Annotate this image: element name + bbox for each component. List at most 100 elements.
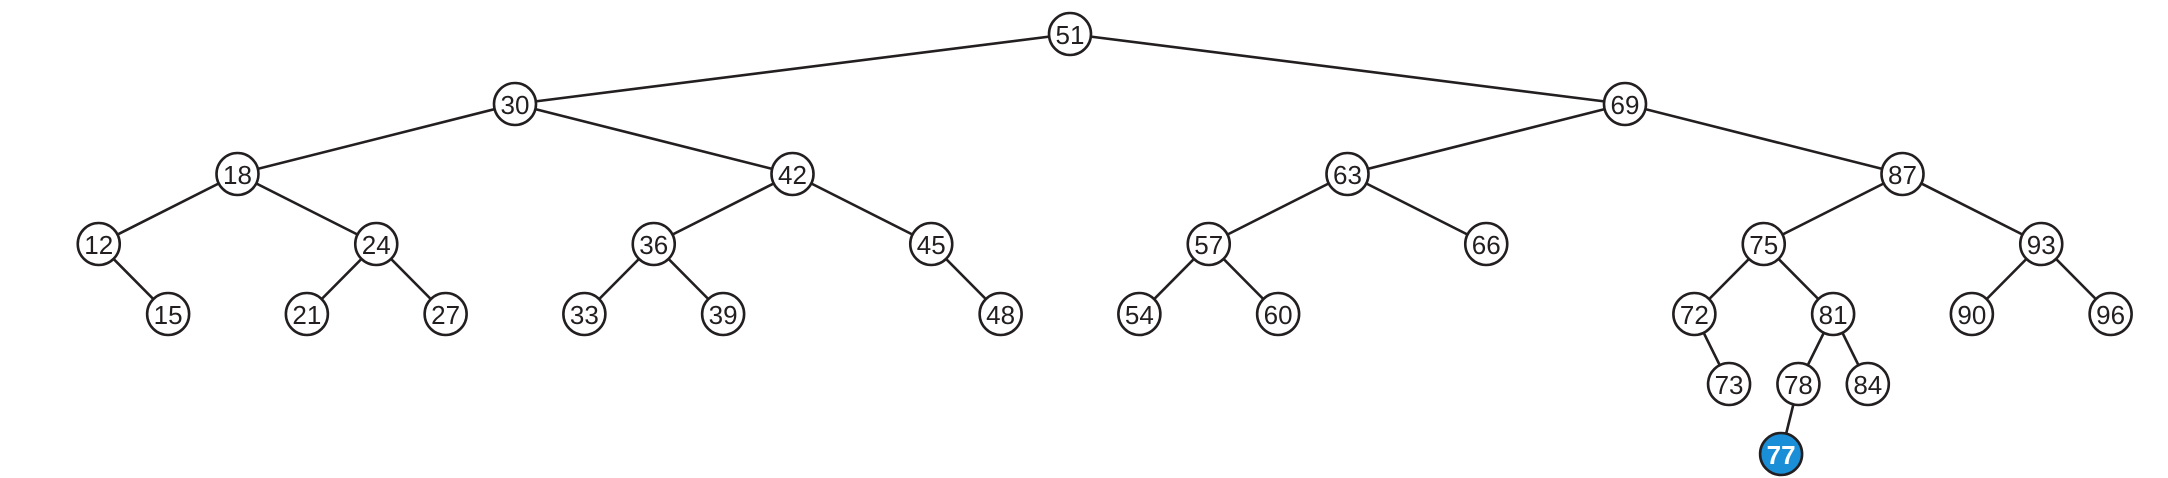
node-label: 45 bbox=[917, 230, 946, 260]
node-circle bbox=[1186, 221, 1232, 267]
tree-node-81: 81 bbox=[1810, 291, 1856, 337]
tree-node-69: 69 bbox=[1602, 81, 1648, 127]
edge-42-36 bbox=[653, 172, 794, 246]
tree-node-15: 15 bbox=[145, 291, 191, 337]
tree-node-75: 75 bbox=[1741, 221, 1787, 267]
node-label: 57 bbox=[1194, 230, 1223, 260]
node-circle bbox=[1463, 221, 1509, 267]
node-label: 93 bbox=[2027, 230, 2056, 260]
edge-18-24 bbox=[236, 172, 377, 246]
node-circle bbox=[1047, 11, 1093, 57]
tree-node-12: 12 bbox=[76, 221, 122, 267]
node-label: 81 bbox=[1819, 300, 1848, 330]
tree-node-33: 33 bbox=[562, 291, 607, 337]
node-label: 48 bbox=[986, 300, 1015, 330]
tree-node-21: 21 bbox=[284, 291, 330, 337]
node-label: 51 bbox=[1056, 20, 1085, 50]
tree-node-18: 18 bbox=[215, 151, 260, 197]
node-circle bbox=[2018, 221, 2064, 267]
tree-node-84: 84 bbox=[1845, 361, 1891, 407]
tree-node-60: 60 bbox=[1255, 291, 1301, 337]
node-circle bbox=[1741, 221, 1787, 267]
node-circle bbox=[1949, 291, 1995, 337]
node-circle bbox=[1845, 361, 1891, 407]
edge-87-93 bbox=[1901, 172, 2042, 246]
node-circle bbox=[1325, 151, 1370, 197]
node-circle bbox=[145, 291, 191, 337]
node-label: 84 bbox=[1853, 370, 1882, 400]
node-label: 73 bbox=[1715, 370, 1744, 400]
node-circle bbox=[1255, 291, 1301, 337]
edge-63-57 bbox=[1208, 172, 1349, 246]
node-label: 27 bbox=[431, 300, 460, 330]
node-label: 78 bbox=[1784, 370, 1813, 400]
node-label: 90 bbox=[1957, 300, 1986, 330]
tree-node-39: 39 bbox=[700, 291, 746, 337]
tree-node-48: 48 bbox=[978, 291, 1023, 337]
edge-51-30 bbox=[514, 32, 1071, 106]
node-label: 96 bbox=[2096, 300, 2125, 330]
node-label: 75 bbox=[1749, 230, 1778, 260]
tree-node-45: 45 bbox=[908, 221, 954, 267]
node-label: 42 bbox=[778, 160, 807, 190]
tree-node-42: 42 bbox=[770, 151, 815, 197]
tree-node-54: 54 bbox=[1117, 291, 1162, 337]
node-circle bbox=[631, 221, 677, 267]
node-label: 12 bbox=[84, 230, 113, 260]
edge-69-87 bbox=[1624, 102, 1903, 176]
tree-node-87: 87 bbox=[1880, 151, 1925, 197]
tree-node-27: 27 bbox=[423, 291, 468, 337]
tree-node-51: 51 bbox=[1047, 11, 1093, 57]
node-label: 77 bbox=[1767, 440, 1796, 470]
node-label: 21 bbox=[292, 300, 321, 330]
node-circle bbox=[1880, 151, 1925, 197]
node-circle bbox=[2088, 291, 2133, 337]
node-label: 87 bbox=[1888, 160, 1917, 190]
node-label: 30 bbox=[501, 90, 530, 120]
node-circle bbox=[1706, 361, 1752, 407]
node-circle bbox=[353, 221, 399, 267]
node-circle bbox=[423, 291, 468, 337]
node-circle bbox=[1758, 431, 1804, 477]
node-circle bbox=[215, 151, 260, 197]
edge-69-63 bbox=[1347, 102, 1626, 176]
tree-node-57: 57 bbox=[1186, 221, 1232, 267]
node-circle bbox=[562, 291, 607, 337]
edge-51-69 bbox=[1069, 32, 1626, 106]
node-label: 63 bbox=[1333, 160, 1362, 190]
node-circle bbox=[978, 291, 1023, 337]
edge-30-42 bbox=[514, 102, 793, 176]
node-circle bbox=[1602, 81, 1648, 127]
tree-node-30: 30 bbox=[492, 81, 538, 127]
node-label: 60 bbox=[1264, 300, 1293, 330]
tree-node-72: 72 bbox=[1672, 291, 1717, 337]
tree-node-66: 66 bbox=[1463, 221, 1509, 267]
edge-87-75 bbox=[1763, 172, 1904, 246]
node-circle bbox=[1776, 361, 1821, 407]
node-label: 54 bbox=[1125, 300, 1154, 330]
highlighted-node-77: 77 bbox=[1758, 431, 1804, 477]
node-circle bbox=[1672, 291, 1717, 337]
tree-node-36: 36 bbox=[631, 221, 677, 267]
node-circle bbox=[76, 221, 122, 267]
node-label: 39 bbox=[709, 300, 738, 330]
node-label: 72 bbox=[1680, 300, 1709, 330]
tree-node-73: 73 bbox=[1706, 361, 1752, 407]
node-label: 66 bbox=[1472, 230, 1501, 260]
tree-node-96: 96 bbox=[2088, 291, 2133, 337]
node-circle bbox=[770, 151, 815, 197]
tree-node-24: 24 bbox=[353, 221, 399, 267]
edge-42-45 bbox=[791, 172, 932, 246]
node-circle bbox=[1117, 291, 1162, 337]
tree-node-63: 63 bbox=[1325, 151, 1370, 197]
edge-63-66 bbox=[1346, 172, 1487, 246]
node-label: 15 bbox=[154, 300, 183, 330]
tree-nodes: 51 30 18 12 15 24 21 27 42 36 33 39 45 48 69 63 57 54 60 66… bbox=[76, 11, 2133, 477]
tree-node-93: 93 bbox=[2018, 221, 2064, 267]
edge-30-18 bbox=[237, 102, 516, 176]
node-circle bbox=[700, 291, 746, 337]
node-label: 18 bbox=[223, 160, 252, 190]
tree-node-90: 90 bbox=[1949, 291, 1995, 337]
node-circle bbox=[284, 291, 330, 337]
